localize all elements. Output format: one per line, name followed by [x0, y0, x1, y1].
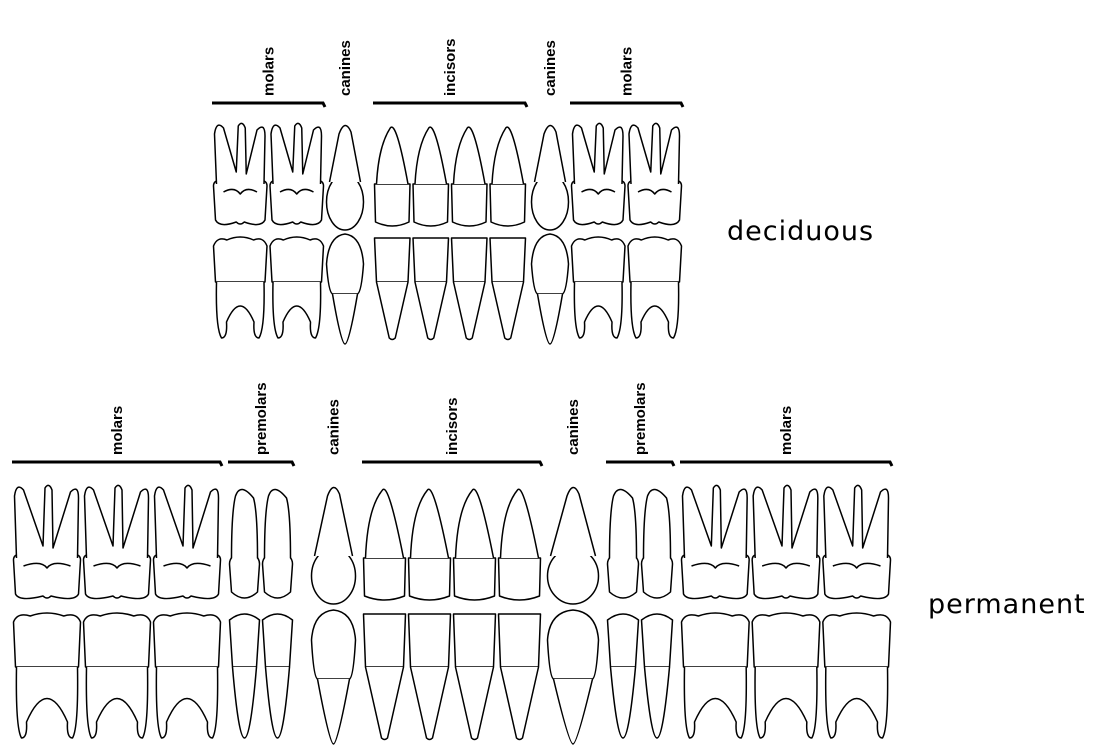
permanent-label-canines-4: canines: [565, 399, 582, 455]
incisor-tooth-upper: [490, 127, 526, 226]
incisor-tooth-upper: [364, 489, 406, 600]
premolar-tooth-lower: [608, 614, 639, 738]
permanent-bracket-6: [680, 462, 892, 466]
canine-tooth-lower: [548, 610, 599, 744]
deciduous-brackets: [212, 103, 683, 107]
permanent-bracket-0: [12, 462, 222, 466]
incisor-tooth-upper: [375, 127, 411, 226]
molar-tooth-upper: [270, 123, 324, 224]
premolar-tooth-upper: [608, 489, 639, 598]
deciduous-bracket-4: [570, 103, 683, 107]
permanent-group-labels: molars premolars canines incisors canines pre…: [109, 382, 795, 455]
deciduous-label-incisors-2: incisors: [442, 38, 459, 96]
molar-tooth-lower: [154, 613, 221, 738]
permanent-bracket-3: [362, 462, 542, 466]
molar-tooth-lower: [682, 613, 750, 738]
molar-tooth-upper: [214, 123, 268, 224]
deciduous-label-molars-0: molars: [261, 47, 278, 96]
permanent-label-molars-0: molars: [109, 406, 126, 455]
incisor-tooth-lower: [364, 614, 406, 740]
premolar-tooth-lower: [230, 614, 260, 738]
incisor-tooth-lower: [499, 614, 541, 740]
molar-tooth-upper: [628, 123, 682, 224]
deciduous-label-canines-3: canines: [542, 40, 559, 96]
incisor-tooth-lower: [409, 614, 451, 740]
molar-tooth-upper: [14, 485, 81, 598]
molar-tooth-lower: [628, 237, 682, 338]
deciduous-bracket-2: [373, 103, 527, 107]
premolar-tooth-lower: [642, 614, 673, 738]
molar-tooth-lower: [270, 237, 324, 338]
canine-tooth-lower: [532, 234, 569, 344]
canine-tooth-upper: [532, 125, 569, 230]
premolar-tooth-lower: [263, 614, 293, 738]
deciduous-label-canines-1: canines: [337, 40, 354, 96]
molar-tooth-lower: [823, 613, 891, 738]
permanent-label-molars-6: molars: [778, 406, 795, 455]
canine-tooth-upper: [327, 125, 364, 230]
incisor-tooth-lower: [452, 238, 488, 340]
incisor-tooth-lower: [490, 238, 526, 340]
canine-tooth-lower: [312, 610, 356, 744]
canine-tooth-upper: [312, 487, 356, 604]
permanent-bracket-5: [606, 462, 674, 466]
permanent-label-premolars-1: premolars: [253, 382, 270, 455]
molar-tooth-lower: [214, 237, 268, 338]
incisor-tooth-lower: [375, 238, 411, 340]
molar-tooth-lower: [84, 613, 151, 738]
permanent-lower-teeth: [14, 610, 891, 744]
deciduous-group-labels: molars canines incisors canines molars: [261, 38, 636, 96]
deciduous-label-molars-4: molars: [619, 47, 636, 96]
incisor-tooth-upper: [409, 489, 451, 600]
molar-tooth-upper: [154, 485, 221, 598]
incisor-tooth-upper: [413, 127, 449, 226]
incisor-tooth-upper: [499, 489, 541, 600]
deciduous-row-label: deciduous: [727, 216, 874, 247]
molar-tooth-lower: [14, 613, 81, 738]
molar-tooth-upper: [572, 123, 626, 224]
deciduous-bracket-0: [212, 103, 325, 107]
molar-tooth-upper: [752, 485, 820, 598]
premolar-tooth-upper: [263, 489, 293, 598]
permanent-label-canines-2: canines: [326, 399, 343, 455]
deciduous-lower-teeth: [214, 234, 682, 344]
permanent-row-label: permanent: [928, 589, 1086, 620]
permanent-label-incisors-3: incisors: [444, 397, 461, 455]
canine-tooth-upper: [548, 487, 599, 604]
molar-tooth-upper: [84, 485, 151, 598]
permanent-upper-teeth: [14, 485, 891, 604]
permanent-bracket-1: [228, 462, 294, 466]
deciduous-upper-teeth: [214, 123, 682, 230]
premolar-tooth-upper: [230, 489, 260, 598]
molar-tooth-upper: [823, 485, 891, 598]
premolar-tooth-upper: [642, 489, 673, 598]
molar-tooth-lower: [752, 613, 820, 738]
permanent-brackets: [12, 462, 892, 466]
incisor-tooth-lower: [413, 238, 449, 340]
incisor-tooth-lower: [454, 614, 496, 740]
molar-tooth-lower: [572, 237, 626, 338]
molar-tooth-upper: [682, 485, 750, 598]
permanent-label-premolars-5: premolars: [632, 382, 649, 455]
incisor-tooth-upper: [452, 127, 488, 226]
canine-tooth-lower: [327, 234, 364, 344]
incisor-tooth-upper: [454, 489, 496, 600]
